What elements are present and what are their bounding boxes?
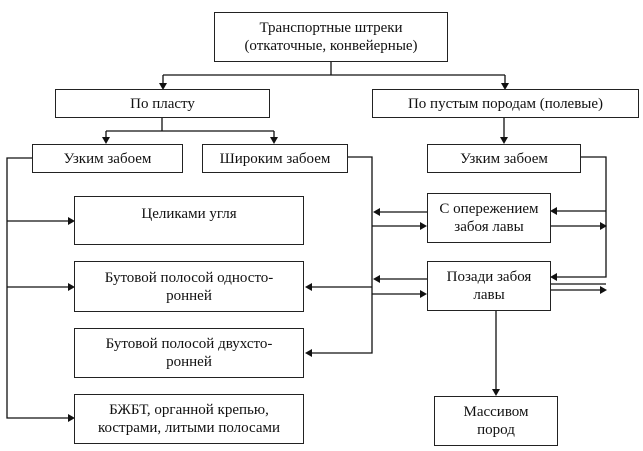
node-label: ронней xyxy=(166,354,212,370)
node-label: Широким забоем xyxy=(219,150,331,167)
node-label: Транспортные штреки xyxy=(259,20,403,36)
node-transport-roadways: Транспортные штреки (откаточные, конвейе… xyxy=(214,12,448,62)
node-label: БЖБТ, органной крепью, xyxy=(109,402,269,418)
arrowhead xyxy=(420,290,427,298)
arrowhead xyxy=(373,275,380,283)
arrowhead xyxy=(550,207,557,215)
node-label: (откаточные, конвейерные) xyxy=(244,38,418,54)
node-label: ронней xyxy=(166,287,212,304)
node-rock-massif: Массивом пород xyxy=(434,396,558,446)
connector-narrow-rock-bus xyxy=(556,156,607,278)
node-by-waste-rock: По пустым породам (полевые) xyxy=(372,89,639,118)
node-label: Массивом xyxy=(463,404,529,420)
arrowhead xyxy=(68,283,75,291)
node-label: Позади забоя xyxy=(446,269,532,285)
node-label: По пласту xyxy=(130,95,195,112)
node-narrow-face-rock: Узким забоем xyxy=(427,144,581,173)
arrowhead xyxy=(305,349,312,357)
arrowhead xyxy=(68,414,75,422)
arrowhead xyxy=(373,208,380,216)
node-behind-face: Позади забоя лавы xyxy=(427,261,551,311)
node-label: С опережением xyxy=(439,201,539,217)
node-label: Узким забоем xyxy=(63,150,152,167)
node-ahead-of-face: С опережением забоя лавы xyxy=(427,193,551,243)
arrowhead xyxy=(305,283,312,291)
node-wide-face-seam: Широким забоем xyxy=(202,144,348,173)
node-by-seam: По пласту xyxy=(55,89,270,118)
arrowhead xyxy=(492,389,500,396)
node-label: лавы xyxy=(473,287,505,303)
node-label: забоя лавы xyxy=(454,219,524,235)
arrowhead xyxy=(159,83,167,90)
arrowhead xyxy=(420,222,427,230)
node-label: кострами, литыми полосами xyxy=(97,420,281,436)
arrowhead xyxy=(500,137,508,144)
node-pack-one-sided: Бутовой полосой односто- ронней xyxy=(74,261,304,312)
arrowhead xyxy=(550,273,557,281)
arrowhead xyxy=(600,222,607,230)
node-label: Бутовой полосой двухсто- xyxy=(105,336,273,352)
arrowhead xyxy=(68,217,75,225)
node-coal-pillars: Целиками угля xyxy=(74,196,304,245)
arrowhead xyxy=(501,83,509,90)
node-label: Бутовой полосой односто- xyxy=(104,269,274,286)
node-narrow-face-seam: Узким забоем xyxy=(32,144,183,173)
arrowhead xyxy=(102,137,110,144)
node-label: По пустым породам (полевые) xyxy=(407,95,604,112)
node-label: Узким забоем xyxy=(460,150,548,167)
arrowhead xyxy=(600,286,607,294)
arrowhead xyxy=(270,137,278,144)
node-pack-two-sided: Бутовой полосой двухсто- ронней xyxy=(74,328,304,378)
connector-wide-seam-bus xyxy=(312,156,373,354)
node-concrete-supports: БЖБТ, органной крепью, кострами, литыми … xyxy=(74,394,304,444)
node-label: Целиками угля xyxy=(141,206,237,222)
connector-narrow-seam-bus xyxy=(6,157,68,419)
node-label: пород xyxy=(477,422,515,438)
